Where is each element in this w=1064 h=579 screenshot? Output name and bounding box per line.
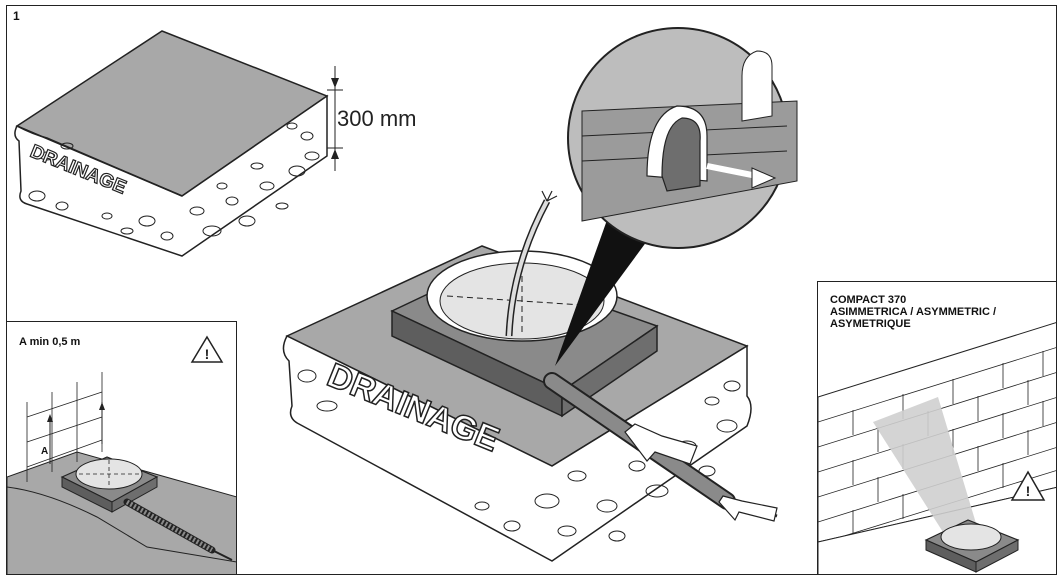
inset-minimum-distance: ! A min 0,5 m A <box>7 321 237 574</box>
dimension-label: 300 mm <box>337 106 417 131</box>
inset-asymmetric: ! COMPACT 370 ASIMMETRICA / ASYMMETRIC /… <box>817 281 1056 574</box>
fixture-housing <box>390 190 659 418</box>
inset-left-title: A min 0,5 m <box>19 336 81 348</box>
inset-right-line2: ASIMMETRICA / ASYMMETRIC / <box>830 306 997 318</box>
inset-right-illustration: ! <box>818 322 1056 574</box>
dimension-letter: A <box>41 446 49 457</box>
figure-frame: DRAINAGE <box>6 5 1057 575</box>
warning-triangle-icon: ! <box>190 335 224 363</box>
main-illustration: DRAINAGE <box>14 27 798 562</box>
inset-left-illustration: ! <box>7 335 236 574</box>
warning-triangle-icon: ! <box>1010 470 1046 501</box>
inset-right-line3: ASYMETRIQUE <box>830 318 911 330</box>
figure-number: 1 <box>13 9 20 23</box>
drainage-slab-small: DRAINAGE <box>14 30 343 257</box>
inset-right-title: COMPACT 370 ASIMMETRICA / ASYMMETRIC / A… <box>830 294 1050 330</box>
inset-right-line1: COMPACT 370 <box>830 294 907 306</box>
svg-text:!: ! <box>205 346 210 362</box>
svg-text:!: ! <box>1026 483 1031 499</box>
arrow-conduit-lower <box>718 495 778 522</box>
detail-magnifier <box>555 27 798 366</box>
arrow-conduit-upper <box>624 423 698 465</box>
